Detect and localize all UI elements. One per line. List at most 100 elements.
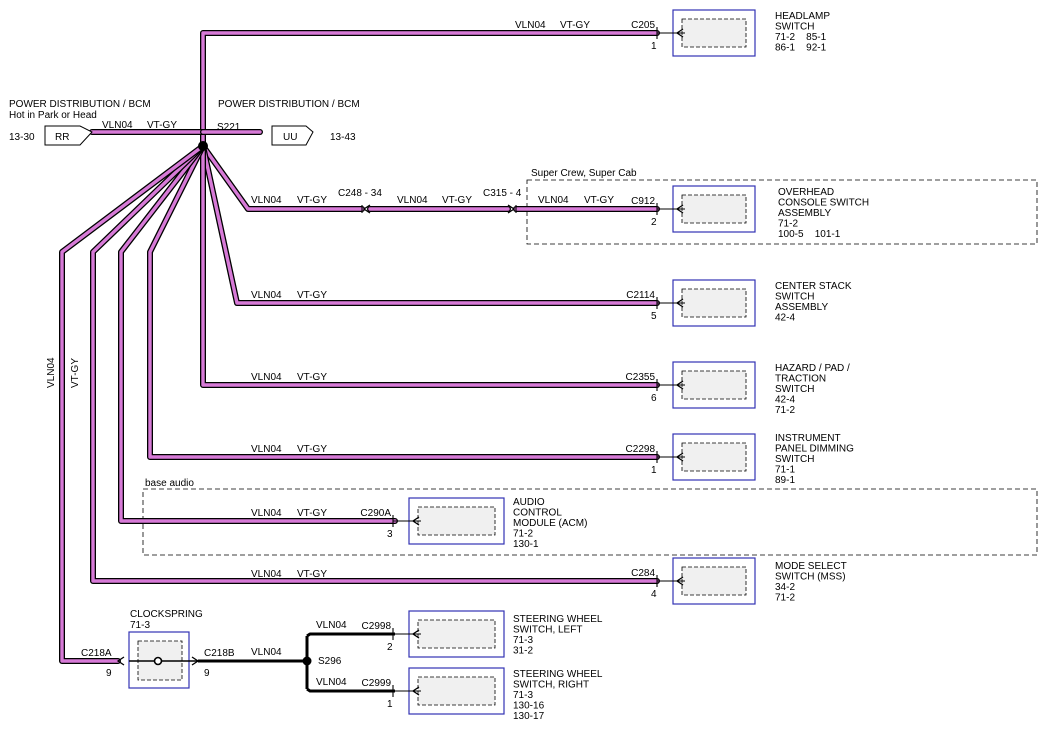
- wire-label-color: VT-GY: [560, 20, 590, 31]
- component-c205-connector: C205: [631, 20, 655, 31]
- clockspring-right-connector: C218B: [204, 648, 235, 659]
- inline-connector-c315-label: C315 - 4: [483, 188, 522, 199]
- right-source-ref: 13-43: [330, 132, 356, 143]
- component-c2998-label-line: SWITCH, LEFT: [513, 625, 582, 636]
- clockspring-right-pin: 9: [204, 668, 210, 679]
- component-c284-label-line: 34-2: [775, 582, 795, 593]
- right-source-tag: [271, 125, 314, 146]
- wire-label-circuit: VLN04: [251, 372, 282, 383]
- left-source-tag-text: RR: [55, 132, 69, 143]
- component-c2355-inner: [681, 370, 747, 400]
- component-c2999-label-line: SWITCH, RIGHT: [513, 680, 589, 691]
- component-c2298-label-line: SWITCH: [775, 454, 814, 465]
- component-c290a-connector: C290A: [360, 508, 391, 519]
- component-c290a-label-line: CONTROL: [513, 508, 562, 519]
- wire-label-circuit: VLN04: [515, 20, 546, 31]
- component-c2355-label-line: SWITCH: [775, 384, 814, 395]
- component-c912-inner: [681, 194, 747, 224]
- component-c2998-arrow-icon: [411, 629, 420, 639]
- component-c2355-label-line: 71-2: [775, 405, 795, 416]
- wire-label-color: VT-GY: [297, 569, 327, 580]
- wire-label-color: VT-GY: [584, 195, 614, 206]
- component-c2298-connector: C2298: [626, 444, 656, 455]
- component-c2114-inner: [681, 288, 747, 318]
- component-c2999-inner: [417, 676, 496, 706]
- left-wire-color: VT-GY: [147, 120, 177, 131]
- component-c2999-pin: 1: [387, 699, 393, 710]
- component-c2998-label-line: 31-2: [513, 646, 533, 657]
- center-source-title: POWER DISTRIBUTION / BCM: [218, 99, 360, 110]
- component-c2355-connector: C2355: [626, 372, 656, 383]
- component-c284-connector: C284: [631, 568, 655, 579]
- clockspring-left-connector: C218A: [81, 648, 112, 659]
- component-c2355-arrow-icon: [675, 380, 684, 390]
- wire-label-circuit: VLN04: [316, 677, 347, 688]
- wire-label-color: VT-GY: [297, 290, 327, 301]
- component-c205-label-line: 71-2 85-1: [775, 32, 827, 43]
- wire-label-color-vertical: VT-GY: [70, 358, 81, 388]
- component-c2999-arrow-icon: [411, 686, 420, 696]
- splice-s296-dot: [302, 656, 312, 666]
- component-c2999-label-line: STEERING WHEEL: [513, 669, 603, 680]
- component-c2998-label-line: STEERING WHEEL: [513, 614, 603, 625]
- wire-label-circuit: VLN04: [316, 620, 347, 631]
- component-c284-arrow-icon: [675, 576, 684, 586]
- component-c2298-inner: [681, 442, 747, 472]
- right-source-tag-text: UU: [283, 132, 297, 143]
- component-c2355-label-line: TRACTION: [775, 374, 826, 385]
- component-c2114-arrow-icon: [675, 298, 684, 308]
- wire-label-circuit-vertical: VLN04: [46, 357, 57, 388]
- component-c2998-inner: [417, 619, 496, 649]
- component-c912-connector: C912: [631, 196, 655, 207]
- wire-group: [59, 30, 660, 664]
- inline-connector-c248: C248 - 34: [338, 188, 382, 214]
- component-c284-label-line: MODE SELECT: [775, 561, 847, 572]
- component-c284-pin: 4: [651, 589, 657, 600]
- component-c2999-label-line: 71-3: [513, 690, 533, 701]
- component-c2114-label-line: CENTER STACK: [775, 281, 852, 292]
- supercrew-region-label: Super Crew, Super Cab: [531, 168, 637, 179]
- wire-labels: VLN04 VT-GY VLN04 VT-GY VLN04 VT-GY VLN0…: [46, 20, 614, 688]
- wire-label-color: VT-GY: [297, 195, 327, 206]
- component-c2999-connector: C2999: [362, 678, 392, 689]
- base-audio-region-label: base audio: [145, 478, 194, 489]
- component-c290a-inner: [417, 506, 496, 536]
- component-c205-arrow-icon: [675, 28, 684, 38]
- component-c290a-label-line: 71-2: [513, 529, 533, 540]
- wire-label-circuit: VLN04: [251, 444, 282, 455]
- component-c912-label-line: 100-5 101-1: [778, 229, 841, 240]
- component-c2998-connector: C2998: [362, 621, 392, 632]
- component-c2355-pin: 6: [651, 393, 657, 404]
- component-c2298-pin: 1: [651, 465, 657, 476]
- left-source-tag: [44, 125, 93, 146]
- component-c205-pin: 1: [651, 41, 657, 52]
- component-c2298-label-line: PANEL DIMMING: [775, 444, 854, 455]
- clockspring-left-pin: 9: [106, 668, 112, 679]
- component-c284-inner: [681, 566, 747, 596]
- inline-connector-c248-label: C248 - 34: [338, 188, 382, 199]
- left-source-subtitle: Hot in Park or Head: [9, 110, 97, 121]
- component-c2298-label-line: 89-1: [775, 475, 795, 486]
- component-c2114-label-line: ASSEMBLY: [775, 302, 828, 313]
- component-c2999-label-line: 130-16: [513, 701, 545, 712]
- inline-connector-c315: C315 - 4: [483, 188, 522, 214]
- component-c205-label-line: SWITCH: [775, 22, 814, 33]
- splice-s221-dot: [198, 141, 208, 151]
- component-c2999-label-line: 130-17: [513, 711, 545, 722]
- wire-label-color: VT-GY: [297, 372, 327, 383]
- left-source-ref: 13-30: [9, 132, 35, 143]
- left-wire-circuit: VLN04: [102, 120, 133, 131]
- splice-s296-label: S296: [318, 656, 342, 667]
- wire-label-circuit: VLN04: [397, 195, 428, 206]
- clockspring-title: CLOCKSPRING: [130, 609, 203, 620]
- component-c2114-label-line: SWITCH: [775, 292, 814, 303]
- wire-label-circuit: VLN04: [251, 569, 282, 580]
- component-c205-inner: [681, 18, 747, 48]
